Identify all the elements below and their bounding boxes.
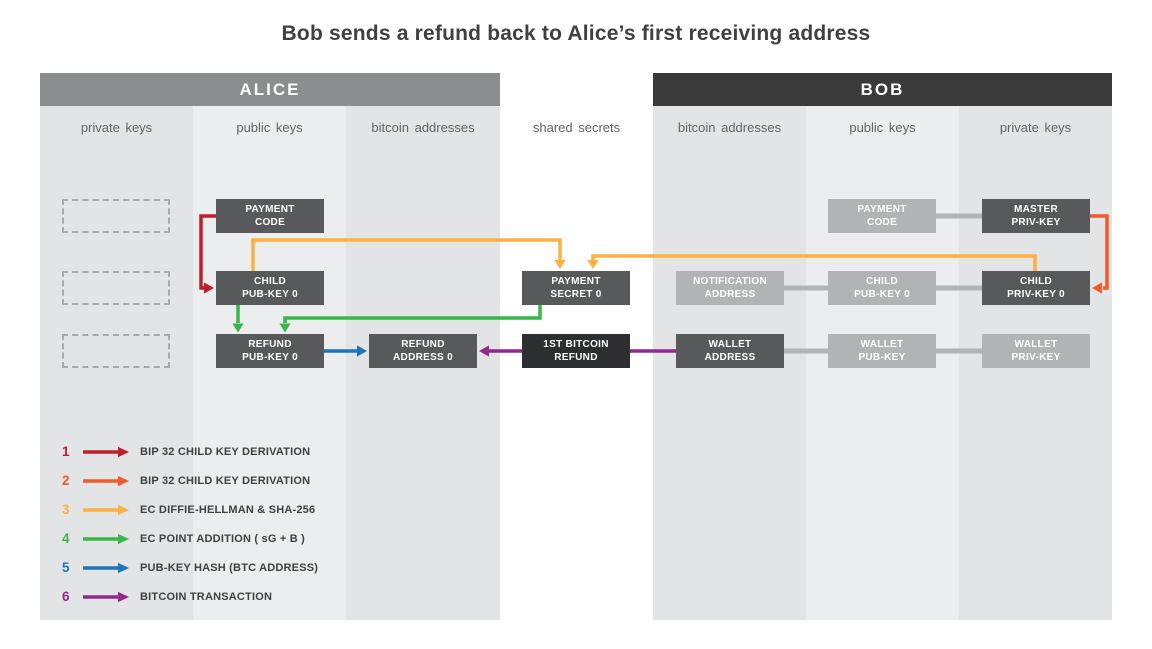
arrow-1-head-icon <box>204 282 214 294</box>
node-bob-wallet-address: WALLET ADDRESS <box>676 334 784 368</box>
arrow-2-bip32-bob <box>1090 214 1109 290</box>
arrow-2-head-icon <box>1092 282 1102 294</box>
legend-label: EC DIFFIE-HELLMAN & SHA-256 <box>140 503 316 516</box>
alice-header: ALICE <box>40 73 500 106</box>
bob-header: BOB <box>653 73 1112 106</box>
column-label-bob-private-keys: private keys <box>999 120 1072 135</box>
legend-arrow-icon <box>83 475 129 486</box>
legend-item: 6 BITCOIN TRANSACTION <box>62 582 318 611</box>
node-alice-refund-address: REFUND ADDRESS 0 <box>369 334 477 368</box>
legend-number: 3 <box>62 502 70 517</box>
node-alice-refund-pubkey: REFUND PUB-KEY 0 <box>216 334 324 368</box>
arrow-1-bip32-alice <box>199 214 216 290</box>
alice-private-key-placeholder <box>62 271 170 305</box>
legend-arrow-icon <box>83 591 129 602</box>
arrow-4-point-addition-secret <box>283 305 542 323</box>
legend-number: 2 <box>62 473 70 488</box>
node-bob-child-privkey: CHILD PRIV-KEY 0 <box>982 271 1090 305</box>
arrow-3-head-icon <box>554 260 566 269</box>
legend-item: 4 EC POINT ADDITION ( sG + B ) <box>62 524 318 553</box>
legend-item: 2 BIP 32 CHILD KEY DERIVATION <box>62 466 318 495</box>
legend-label: EC POINT ADDITION ( sG + B ) <box>140 532 306 545</box>
alice-private-keys-column <box>40 106 193 620</box>
legend-label: BIP 32 CHILD KEY DERIVATION <box>140 445 311 458</box>
legend-arrow-icon <box>83 533 129 544</box>
legend-label: BITCOIN TRANSACTION <box>140 590 273 603</box>
column-label-bob-public-keys: public keys <box>849 120 916 135</box>
legend-item: 5 PUB-KEY HASH (BTC ADDRESS) <box>62 553 318 582</box>
arrow-3-ecdh-alice <box>251 238 562 271</box>
node-alice-child-pubkey: CHILD PUB-KEY 0 <box>216 271 324 305</box>
legend-number: 1 <box>62 444 70 459</box>
alice-private-key-placeholder <box>62 334 170 368</box>
legend-arrow-icon <box>83 504 129 515</box>
node-bob-wallet-pubkey: WALLET PUB-KEY <box>828 334 936 368</box>
legend-label: BIP 32 CHILD KEY DERIVATION <box>140 474 311 487</box>
arrow-4-head-icon <box>279 323 291 333</box>
legend: 1 BIP 32 CHILD KEY DERIVATION 2 BIP 32 C… <box>62 437 318 611</box>
arrow-5-head-icon <box>357 345 367 357</box>
legend-arrow-icon <box>83 446 129 457</box>
alice-private-key-placeholder <box>62 199 170 233</box>
node-payment-secret: PAYMENT SECRET 0 <box>522 271 630 305</box>
node-bob-child-pubkey: CHILD PUB-KEY 0 <box>828 271 936 305</box>
arrow-4-head-icon <box>232 323 244 333</box>
column-label-alice-bitcoin-addresses: bitcoin addresses <box>371 120 475 135</box>
legend-item: 3 EC DIFFIE-HELLMAN & SHA-256 <box>62 495 318 524</box>
column-label-alice-public-keys: public keys <box>236 120 303 135</box>
legend-item: 1 BIP 32 CHILD KEY DERIVATION <box>62 437 318 466</box>
diagram-title: Bob sends a refund back to Alice’s first… <box>281 22 871 45</box>
column-label-bob-bitcoin-addresses: bitcoin addresses <box>677 120 782 135</box>
node-bob-wallet-privkey: WALLET PRIV-KEY <box>982 334 1090 368</box>
node-first-bitcoin-refund: 1ST BITCOIN REFUND <box>522 334 630 368</box>
arrow-6-head-icon <box>479 345 489 357</box>
legend-number: 4 <box>62 531 70 546</box>
node-bob-master-privkey: MASTER PRIV-KEY <box>982 199 1090 233</box>
node-bob-notification-address: NOTIFICATION ADDRESS <box>676 271 784 305</box>
column-label-alice-private-keys: private keys <box>80 120 153 135</box>
column-label-shared-secrets: shared secrets <box>532 120 621 135</box>
legend-label: PUB-KEY HASH (BTC ADDRESS) <box>140 561 319 574</box>
legend-number: 6 <box>62 589 70 604</box>
arrow-3-ecdh-bob <box>591 254 1037 271</box>
arrow-3-head-icon <box>587 260 599 269</box>
legend-number: 5 <box>62 560 70 575</box>
legend-arrow-icon <box>83 562 129 573</box>
node-alice-payment-code: PAYMENT CODE <box>216 199 324 233</box>
node-bob-payment-code: PAYMENT CODE <box>828 199 936 233</box>
